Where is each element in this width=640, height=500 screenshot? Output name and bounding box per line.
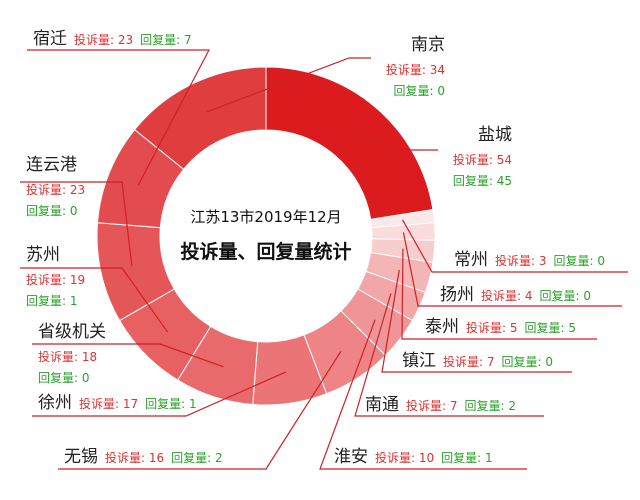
leader-line-14 [206, 57, 371, 113]
segment-replies: 回复量: 1 [145, 397, 197, 411]
segment-complaints: 投诉量: 7 [406, 398, 458, 413]
segment-category: 淮安 [334, 447, 368, 467]
segment-replies-12: 回复量: 0 [26, 204, 78, 218]
donut-segments [96, 66, 436, 406]
segment-category: 泰州 [425, 317, 459, 337]
segment-category: 镇江 [402, 351, 436, 371]
leader-line-7 [319, 319, 527, 470]
segment-replies: 回复量: 0 [540, 289, 592, 303]
leader-line-6 [354, 293, 544, 417]
segment-complaints: 投诉量: 5 [466, 320, 518, 335]
leader-line-9 [32, 371, 286, 417]
segment-replies: 回复量: 1 [441, 451, 493, 465]
segment-complaints: 投诉量: 23 [74, 32, 133, 47]
segment-complaints: 投诉量: 7 [443, 354, 495, 369]
segment-label-7: 淮安投诉量: 10 回复量: 1 [334, 447, 493, 467]
segment-label-13: 宿迁投诉量: 23 回复量: 7 [33, 29, 192, 49]
segment-label-6: 南通投诉量: 7 回复量: 2 [365, 395, 516, 415]
segment-complaints: 投诉量: 17 [79, 396, 138, 411]
segment-labels: 盐城投诉量: 54 回复量: 45 常州投诉量: 3 回复量: 0 扬州投诉量: 4 回复… [26, 29, 605, 467]
segment-replies-14: 回复量: 0 [394, 84, 446, 98]
donut-segment-1 [265, 66, 434, 220]
segment-complaints: 投诉量: 4 [481, 288, 533, 303]
segment-replies: 回复量: 2 [171, 451, 223, 465]
segment-replies-11: 回复量: 1 [26, 294, 78, 308]
segment-category: 南通 [365, 395, 399, 415]
segment-category-14: 南京 [411, 35, 445, 55]
segment-complaints: 投诉量: 3 [495, 253, 547, 268]
leader-line-5 [381, 269, 572, 373]
segment-category: 扬州 [440, 285, 474, 305]
leader-line-12 [20, 181, 133, 267]
leader-line-11 [20, 267, 168, 333]
segment-complaints-11: 投诉量: 19 [26, 272, 85, 287]
segment-replies: 回复量: 7 [140, 33, 192, 47]
segment-replies: 回复量: 0 [554, 254, 606, 268]
chart-subtitle: 投诉量、回复量统计 [180, 240, 351, 263]
segment-label-3: 扬州投诉量: 4 回复量: 0 [440, 285, 591, 305]
segment-category-11: 苏州 [26, 245, 60, 265]
segment-complaints-1: 投诉量: 54 [453, 152, 512, 167]
segment-replies: 回复量: 0 [502, 355, 554, 369]
segment-label-5: 镇江投诉量: 7 回复量: 0 [402, 351, 553, 371]
leader-line-1 [355, 130, 438, 151]
segment-category: 徐州 [38, 393, 72, 413]
segment-complaints: 投诉量: 10 [375, 450, 434, 465]
segment-category-10: 省级机关 [38, 322, 106, 342]
segment-replies: 回复量: 5 [525, 321, 577, 335]
segment-label-9: 徐州投诉量: 17 回复量: 1 [38, 393, 197, 413]
segment-replies: 回复量: 2 [465, 399, 517, 413]
segment-replies-1: 回复量: 45 [453, 174, 512, 188]
segment-category: 宿迁 [33, 29, 67, 49]
leader-line-3 [402, 232, 622, 307]
segment-complaints-12: 投诉量: 23 [26, 182, 85, 197]
leader-line-4 [401, 248, 597, 340]
leader-line-13 [27, 49, 210, 186]
segment-replies-10: 回复量: 0 [38, 371, 90, 385]
segment-category-1: 盐城 [478, 125, 512, 145]
segment-complaints-14: 投诉量: 34 [386, 62, 445, 77]
segment-category-12: 连云港 [26, 155, 77, 175]
segment-category: 无锡 [64, 447, 98, 467]
leader-line-2 [402, 219, 628, 273]
leader-lines [20, 49, 628, 470]
leader-line-8 [58, 350, 342, 470]
segment-complaints: 投诉量: 16 [105, 450, 164, 465]
leader-line-10 [32, 343, 224, 368]
donut-segment-14 [133, 66, 267, 170]
chart-title: 江苏13市2019年12月 [190, 208, 341, 226]
segment-label-4: 泰州投诉量: 5 回复量: 5 [425, 317, 576, 337]
segment-category: 常州 [454, 250, 488, 270]
segment-complaints-10: 投诉量: 18 [38, 349, 97, 364]
segment-label-8: 无锡投诉量: 16 回复量: 2 [64, 447, 223, 467]
segment-label-2: 常州投诉量: 3 回复量: 0 [454, 250, 605, 270]
